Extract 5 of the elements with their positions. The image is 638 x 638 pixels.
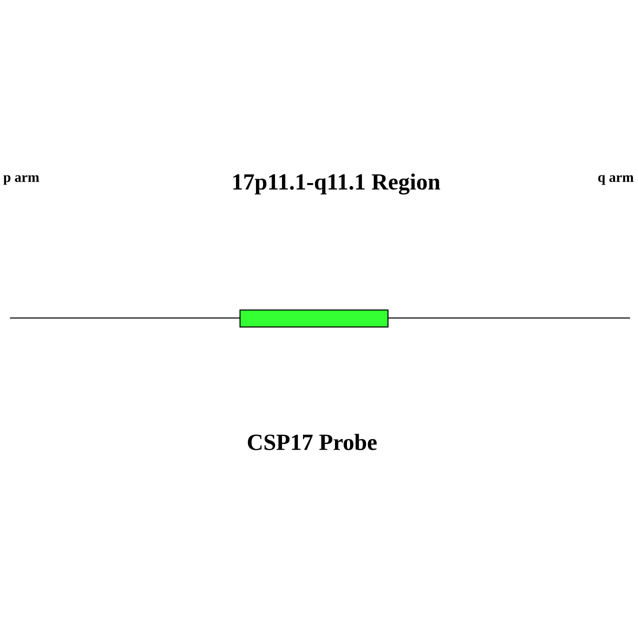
probe-bar xyxy=(240,310,388,328)
arm-label: p arm xyxy=(3,175,40,185)
region-title: 17p11.1-q11.1 Region xyxy=(233,173,440,195)
probe-label: CSP17 Probe xyxy=(248,434,377,450)
arm-label: q arm xyxy=(598,175,634,185)
